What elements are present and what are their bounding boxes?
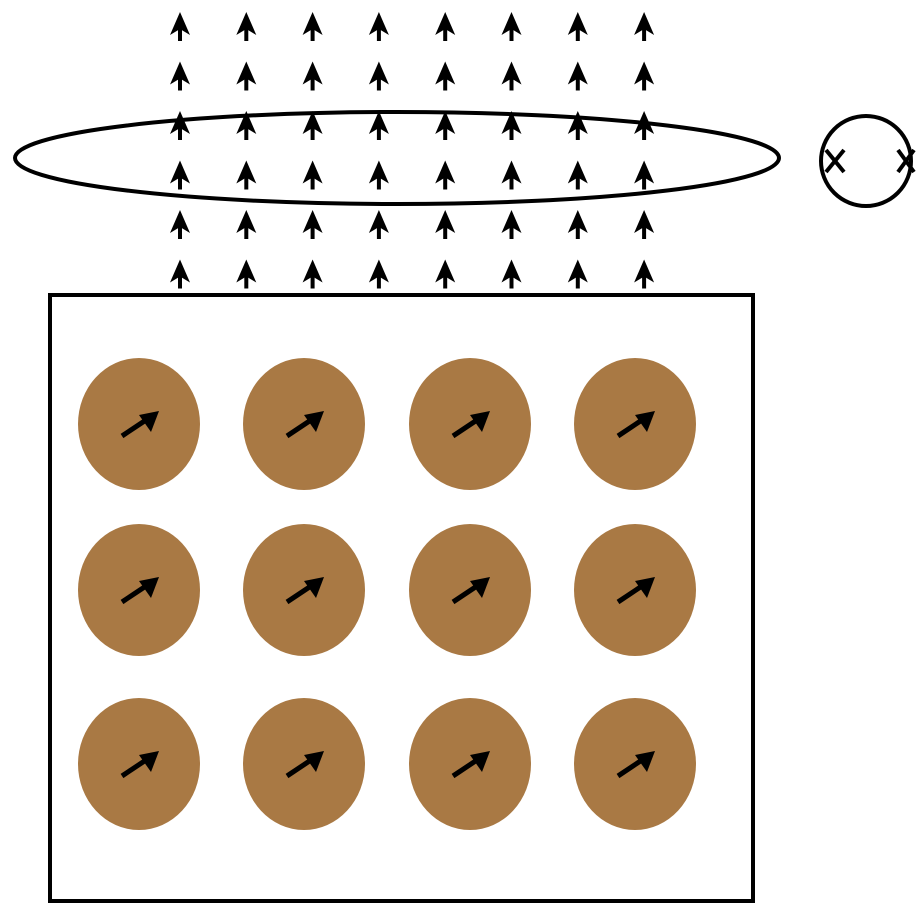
cross-marker-left (824, 148, 846, 174)
field-arrow-grid (168, 10, 657, 291)
up-arrow-icon (366, 10, 391, 43)
up-arrow-icon (234, 257, 259, 291)
up-arrow-icon (300, 59, 325, 93)
atom (78, 698, 200, 830)
up-arrow-icon (366, 109, 391, 142)
up-arrow-icon (565, 10, 590, 43)
up-arrow-icon (168, 208, 192, 241)
up-arrow-icon (433, 109, 458, 142)
up-arrow-icon (366, 59, 391, 93)
up-arrow-icon (300, 109, 325, 142)
loop-cross-section (819, 114, 916, 208)
up-arrow-icon (433, 257, 458, 291)
up-arrow-icon (565, 158, 590, 192)
up-arrow-icon (499, 208, 524, 241)
up-arrow-icon (632, 10, 657, 43)
up-arrow-icon (168, 109, 192, 142)
up-arrow-icon (168, 10, 192, 43)
up-arrow-icon (632, 257, 657, 291)
up-arrow-icon (499, 257, 524, 291)
up-arrow-icon (234, 158, 259, 192)
up-arrow-icon (168, 158, 192, 192)
up-arrow-icon (300, 158, 325, 192)
up-arrow-icon (300, 208, 325, 241)
up-arrow-icon (433, 10, 458, 43)
up-arrow-icon (499, 158, 524, 192)
atom (409, 524, 531, 656)
up-arrow-icon (632, 208, 657, 241)
atom (409, 358, 531, 490)
up-arrow-icon (366, 257, 391, 291)
up-arrow-icon (234, 208, 259, 241)
up-arrow-icon (366, 158, 391, 192)
up-arrow-icon (234, 59, 259, 93)
atom-grid (78, 358, 696, 830)
up-arrow-icon (499, 59, 524, 93)
up-arrow-icon (300, 257, 325, 291)
up-arrow-icon (565, 208, 590, 241)
up-arrow-icon (234, 10, 259, 43)
up-arrow-icon (433, 59, 458, 93)
up-arrow-icon (632, 158, 657, 192)
up-arrow-icon (565, 257, 590, 291)
cross-marker-right (896, 148, 916, 174)
atom (243, 358, 365, 490)
up-arrow-icon (632, 59, 657, 93)
up-arrow-icon (168, 257, 192, 291)
atom (574, 524, 696, 656)
up-arrow-icon (366, 208, 391, 241)
up-arrow-icon (499, 10, 524, 43)
atom (78, 358, 200, 490)
up-arrow-icon (565, 59, 590, 93)
up-arrow-icon (433, 208, 458, 241)
atom (574, 358, 696, 490)
up-arrow-icon (168, 59, 192, 93)
up-arrow-icon (300, 10, 325, 43)
up-arrow-icon (433, 158, 458, 192)
atom (243, 698, 365, 830)
atom (574, 698, 696, 830)
atom (409, 698, 531, 830)
atom (243, 524, 365, 656)
loop-cross-section-circle (819, 114, 913, 208)
current-loop (13, 110, 781, 206)
atom (78, 524, 200, 656)
